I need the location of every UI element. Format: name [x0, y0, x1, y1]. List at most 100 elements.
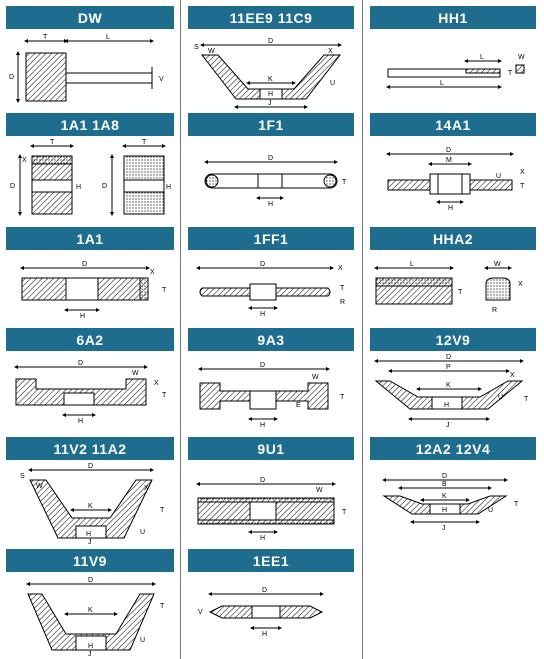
panel-11v9: 11V9 D K H J T U — [6, 549, 174, 657]
label-u: U — [330, 80, 335, 87]
label-x: X — [510, 372, 515, 379]
label-t: T — [520, 183, 525, 190]
label-l-long: L — [440, 80, 444, 87]
panel-title: 1F1 — [188, 113, 354, 136]
label-t: T — [458, 289, 463, 296]
panel-title: 1A1 1A8 — [6, 113, 174, 136]
label-v: V — [198, 609, 203, 616]
panel-title: 12V9 — [370, 328, 536, 351]
label-d: D — [262, 587, 267, 594]
panel-1a1: 1A1 D H T X — [6, 227, 174, 322]
label-b: B — [442, 481, 447, 488]
panel-title: HH1 — [370, 6, 536, 29]
label-u: U — [140, 529, 145, 536]
panel-12a2-12v4: 12A2 12V4 D B K H J U T — [370, 437, 536, 545]
label-d: D — [260, 477, 265, 484]
panel-title: 11V9 — [6, 549, 174, 572]
label-t: T — [514, 501, 519, 508]
12a2-diagram: D B K H J U T — [382, 473, 519, 532]
label-t-left: T — [50, 139, 55, 146]
14a1-diagram: D M H U T X — [386, 147, 525, 212]
label-t: T — [162, 287, 167, 294]
label-l: L — [410, 261, 414, 268]
1ff1-diagram: D H X T R — [196, 261, 345, 318]
panel-6a2: 6A2 D W H T X — [6, 328, 174, 432]
label-h: H — [260, 422, 265, 429]
panel-title: 1EE1 — [188, 549, 354, 572]
label-d: D — [446, 354, 451, 361]
9u1-diagram: D W H T — [196, 477, 347, 542]
label-w: W — [316, 487, 323, 494]
panel-title: 9U1 — [188, 437, 354, 460]
label-s: S — [194, 44, 199, 51]
panel-14a1: 14A1 D M H U T X — [370, 113, 536, 221]
label-x: X — [150, 269, 155, 276]
label-h: H — [444, 402, 449, 409]
label-t: T — [508, 70, 513, 77]
panel-11v2-11a2: 11V2 11A2 D W S K H J U T X — [6, 437, 174, 545]
label-t: T — [342, 179, 347, 186]
1f1-diagram: D H T — [204, 155, 347, 208]
label-r: R — [340, 299, 345, 306]
label-k: K — [88, 607, 93, 614]
label-x: X — [328, 48, 333, 55]
column-divider-2 — [362, 0, 363, 659]
label-w: W — [494, 261, 501, 268]
label-u: U — [488, 507, 493, 514]
label-k: K — [88, 503, 93, 510]
label-s: S — [20, 473, 25, 480]
label-x: X — [518, 281, 523, 288]
panel-title: 9A3 — [188, 328, 354, 351]
label-u: U — [498, 394, 503, 401]
panel-hha2: HHA2 L T W X R — [370, 227, 536, 322]
column-divider-1 — [180, 0, 181, 659]
label-d: D — [268, 155, 273, 162]
label-d: D — [78, 360, 83, 367]
label-l-short: L — [480, 54, 484, 61]
label-w: W — [132, 370, 139, 377]
label-h: H — [260, 535, 265, 542]
label-m: M — [446, 157, 452, 164]
panel-title: 1FF1 — [188, 227, 354, 250]
panel-dw: DW T L D V — [6, 6, 174, 114]
label-x: X — [520, 169, 525, 176]
label-t: T — [160, 603, 165, 610]
label-t: T — [342, 509, 347, 516]
panel-1f1: 1F1 D H T — [188, 113, 354, 221]
label-l: L — [106, 34, 110, 41]
label-k: K — [442, 493, 447, 500]
label-k: K — [446, 382, 451, 389]
label-j: J — [268, 100, 272, 107]
label-h: H — [80, 313, 85, 320]
dw-diagram: T L D V — [9, 34, 164, 103]
label-j: J — [88, 651, 92, 656]
panel-title: 12A2 12V4 — [370, 437, 536, 460]
panel-hh1: HH1 W L L T — [370, 6, 536, 114]
label-v: V — [159, 76, 164, 83]
label-d: D — [88, 577, 93, 584]
label-d: D — [88, 463, 93, 470]
9a3-diagram: D W H T E — [198, 362, 345, 429]
panel-9u1: 9U1 D W H T — [188, 437, 354, 545]
label-h: H — [78, 418, 83, 425]
11v2-diagram: D W S K H J U T X — [20, 463, 165, 544]
panel-1ff1: 1FF1 D H X T R — [188, 227, 354, 322]
label-d: D — [9, 74, 14, 81]
label-h: H — [268, 201, 273, 208]
panel-1ee1: 1EE1 D H V — [188, 549, 354, 657]
label-t: T — [160, 507, 165, 514]
label-j: J — [446, 422, 450, 429]
label-d-left: D — [10, 183, 15, 190]
label-h: H — [86, 531, 91, 538]
label-w: W — [36, 483, 43, 490]
panel-11ee9-11c9: 11EE9 11C9 D W S X K H J U — [188, 6, 354, 114]
label-t-right: T — [142, 139, 147, 146]
panel-title: 11EE9 11C9 — [188, 6, 354, 29]
label-d: D — [442, 473, 447, 480]
label-x: X — [144, 485, 149, 492]
label-h-right: H — [166, 184, 171, 191]
panel-12v9: 12V9 D P K H J X U T — [370, 328, 536, 432]
label-h: H — [88, 643, 93, 650]
label-d: D — [446, 147, 451, 154]
panel-title: 6A2 — [6, 328, 174, 351]
